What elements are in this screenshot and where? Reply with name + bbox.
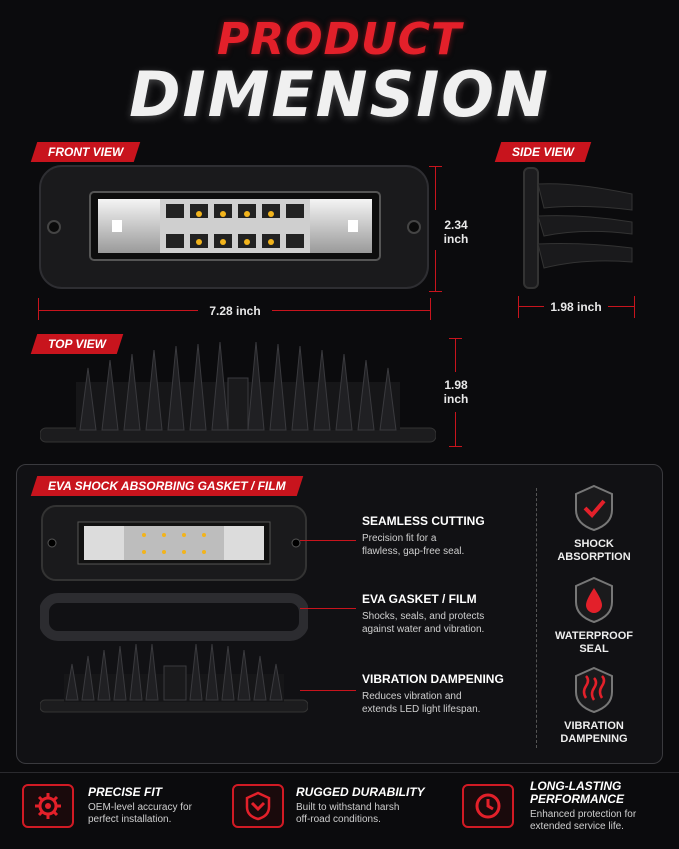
side-view-tag: SIDE VIEW (494, 142, 592, 162)
exploded-view-image (39, 504, 309, 720)
leader-line-2 (300, 608, 356, 609)
front-width-tick-left (38, 298, 39, 320)
top-height-tick-top (449, 338, 462, 339)
title-product: PRODUCT (216, 14, 463, 65)
top-height-line-bottom (455, 412, 456, 446)
title-dimension: DIMENSION (129, 58, 550, 131)
heat-waves-icon (572, 666, 616, 719)
side-depth-label: 1.98 inch (550, 300, 602, 314)
leader-line-1 (300, 540, 356, 541)
front-height-line-top (435, 166, 436, 210)
check-shield-icon (572, 484, 616, 537)
feature-eva-gasket: EVA GASKET / FILM Shocks, seals, and pro… (362, 592, 485, 635)
feature-vibration-dampening: VIBRATION DAMPENING Reduces vibration an… (362, 672, 504, 715)
gasket-heading-tag: EVA SHOCK ABSORBING GASKET / FILM (30, 476, 303, 496)
top-height-tick-bottom (449, 446, 462, 447)
side-depth-line-left (518, 306, 544, 307)
bottom-divider (0, 772, 679, 773)
bottom-long-lasting: LONG-LASTING PERFORMANCE Enhanced protec… (530, 779, 637, 833)
front-view-tag: FRONT VIEW (30, 142, 141, 162)
side-depth-line-right (608, 306, 634, 307)
front-width-tick-right (430, 298, 431, 320)
front-width-line-right (272, 310, 430, 311)
gear-icon (22, 784, 74, 828)
bottom-rugged-durability: RUGGED DURABILITY Built to withstand har… (296, 785, 425, 826)
clock-icon (462, 784, 514, 828)
front-height-line-bottom (435, 250, 436, 292)
side-depth-tick-left (518, 296, 519, 318)
top-view-image (39, 338, 437, 446)
side-view-image (514, 164, 638, 292)
front-view-image (38, 164, 430, 290)
front-height-tick-top (429, 166, 442, 167)
water-drop-icon (572, 576, 616, 629)
front-width-label: 7.28 inch (209, 304, 261, 318)
front-height-tick-bottom (429, 291, 442, 292)
front-width-line-left (38, 310, 198, 311)
leader-line-3 (300, 690, 356, 691)
shield-chevron-icon (232, 784, 284, 828)
top-height-line-top (455, 338, 456, 372)
side-depth-tick-right (634, 296, 635, 318)
badge-divider (536, 488, 537, 748)
